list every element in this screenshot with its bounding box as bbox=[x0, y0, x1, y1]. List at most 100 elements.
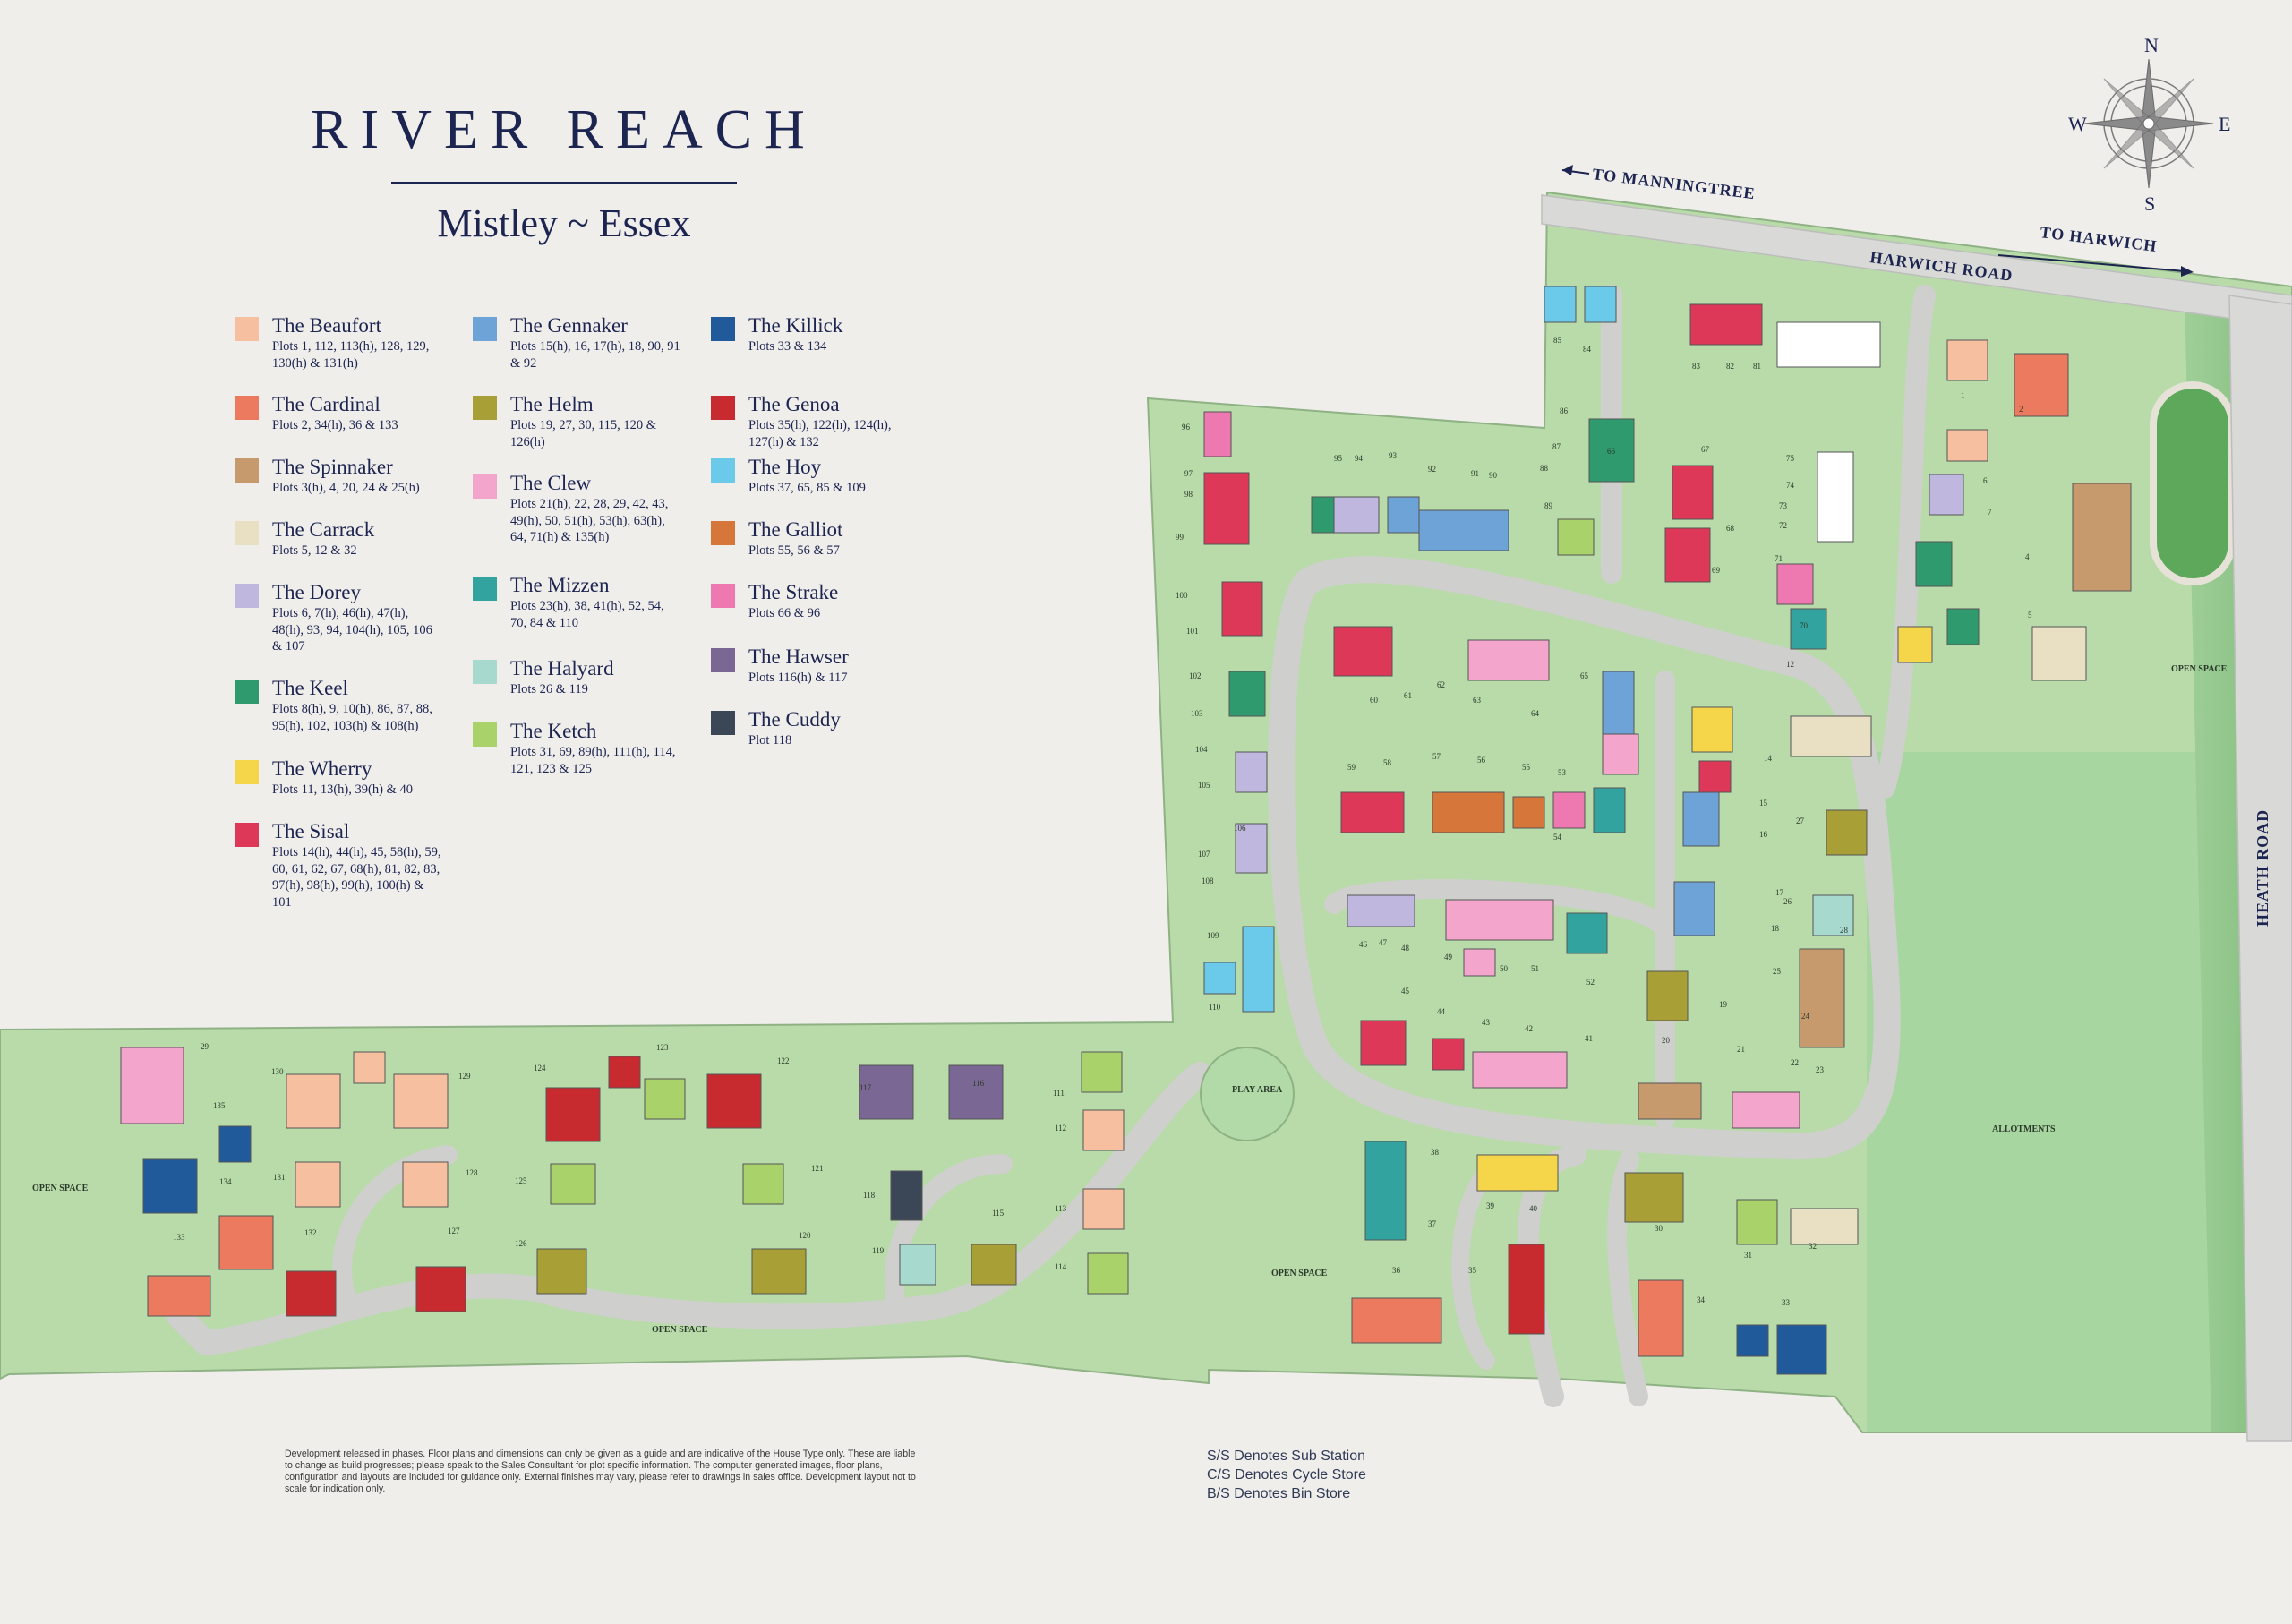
title-block: RIVER REACH Mistley ~ Essex bbox=[269, 98, 860, 246]
svg-text:134: 134 bbox=[219, 1177, 232, 1186]
svg-text:49: 49 bbox=[1444, 953, 1453, 962]
legend-plot-numbers: Plot 118 bbox=[748, 733, 792, 748]
svg-text:116: 116 bbox=[972, 1079, 985, 1088]
svg-text:66: 66 bbox=[1607, 447, 1616, 456]
svg-text:92: 92 bbox=[1428, 465, 1436, 474]
legend-plot-numbers: Plots 26 & 119 bbox=[510, 682, 588, 697]
svg-text:75: 75 bbox=[1786, 454, 1795, 463]
legend-plot-numbers: Plots 15(h), 16, 17(h), 18, 90, 91 & 92 bbox=[510, 339, 680, 371]
svg-text:5: 5 bbox=[2028, 611, 2032, 620]
svg-text:133: 133 bbox=[173, 1233, 185, 1242]
svg-text:41: 41 bbox=[1585, 1034, 1593, 1043]
legend-house-type: The Gennaker bbox=[510, 314, 628, 337]
legend-color-swatch bbox=[235, 458, 259, 483]
svg-text:87: 87 bbox=[1552, 442, 1561, 451]
svg-text:112: 112 bbox=[1055, 1124, 1066, 1133]
legend-plot-numbers: Plots 14(h), 44(h), 45, 58(h), 59, 60, 6… bbox=[272, 845, 441, 910]
svg-text:23: 23 bbox=[1816, 1065, 1825, 1074]
svg-text:113: 113 bbox=[1055, 1204, 1067, 1213]
svg-text:120: 120 bbox=[799, 1231, 811, 1240]
svg-text:63: 63 bbox=[1473, 696, 1482, 705]
to-harwich-label: TO HARWICH bbox=[2040, 223, 2159, 255]
svg-text:118: 118 bbox=[863, 1191, 876, 1200]
compass-w: W bbox=[2068, 113, 2087, 135]
svg-text:135: 135 bbox=[213, 1101, 226, 1110]
svg-text:103: 103 bbox=[1191, 709, 1203, 718]
svg-text:21: 21 bbox=[1737, 1045, 1745, 1054]
legend-house-type: The Mizzen bbox=[510, 574, 610, 596]
legend-color-swatch bbox=[711, 521, 735, 545]
svg-text:96: 96 bbox=[1182, 423, 1191, 432]
svg-text:27: 27 bbox=[1796, 816, 1805, 825]
heath-road bbox=[2228, 295, 2292, 1442]
svg-text:122: 122 bbox=[777, 1056, 790, 1065]
legend-color-swatch bbox=[473, 317, 497, 341]
legend-house-type: The Halyard bbox=[510, 657, 614, 680]
house-plots bbox=[120, 286, 2132, 1375]
svg-text:86: 86 bbox=[1560, 406, 1569, 415]
legend-plot-numbers: Plots 66 & 96 bbox=[748, 606, 821, 620]
svg-text:45: 45 bbox=[1401, 987, 1410, 996]
development-location: Mistley ~ Essex bbox=[437, 201, 691, 245]
svg-text:67: 67 bbox=[1701, 445, 1710, 454]
svg-text:28: 28 bbox=[1840, 926, 1849, 935]
legend-color-swatch bbox=[711, 396, 735, 420]
legend-color-swatch bbox=[473, 577, 497, 601]
legend-color-swatch bbox=[235, 584, 259, 608]
svg-text:55: 55 bbox=[1522, 763, 1531, 772]
svg-text:1: 1 bbox=[1961, 391, 1965, 400]
svg-text:4: 4 bbox=[2025, 552, 2030, 561]
svg-text:18: 18 bbox=[1771, 924, 1780, 933]
legend-color-swatch bbox=[711, 648, 735, 672]
svg-text:65: 65 bbox=[1580, 671, 1589, 680]
legend-plot-numbers: Plots 116(h) & 117 bbox=[748, 671, 848, 685]
open-space-label-east: OPEN SPACE bbox=[2171, 664, 2228, 674]
svg-text:54: 54 bbox=[1553, 833, 1562, 842]
svg-text:85: 85 bbox=[1553, 336, 1562, 345]
svg-text:132: 132 bbox=[304, 1228, 317, 1237]
svg-text:70: 70 bbox=[1800, 621, 1809, 630]
legend-house-type: The Sisal bbox=[272, 820, 350, 842]
legend-plot-numbers: Plots 3(h), 4, 20, 24 & 25(h) bbox=[272, 481, 420, 495]
title-divider bbox=[391, 182, 737, 184]
svg-text:39: 39 bbox=[1486, 1201, 1495, 1210]
svg-text:82: 82 bbox=[1726, 362, 1734, 371]
allotments-label: ALLOTMENTS bbox=[1992, 1124, 2056, 1134]
svg-text:83: 83 bbox=[1692, 362, 1701, 371]
svg-text:104: 104 bbox=[1195, 745, 1208, 754]
svg-text:111: 111 bbox=[1053, 1089, 1065, 1098]
legend-house-type: The Dorey bbox=[272, 581, 361, 603]
svg-text:52: 52 bbox=[1586, 978, 1595, 987]
svg-text:100: 100 bbox=[1176, 591, 1188, 600]
svg-text:105: 105 bbox=[1198, 781, 1210, 790]
svg-text:40: 40 bbox=[1529, 1204, 1538, 1213]
svg-text:50: 50 bbox=[1500, 964, 1509, 973]
svg-text:90: 90 bbox=[1489, 471, 1498, 480]
svg-text:129: 129 bbox=[458, 1072, 471, 1081]
svg-text:102: 102 bbox=[1189, 671, 1202, 680]
svg-text:16: 16 bbox=[1759, 830, 1768, 839]
svg-text:114: 114 bbox=[1055, 1262, 1067, 1271]
legend-color-swatch bbox=[711, 458, 735, 483]
pond bbox=[2150, 381, 2236, 585]
legend-plot-numbers: Plots 37, 65, 85 & 109 bbox=[748, 481, 866, 495]
note-substation: S/S Denotes Sub Station bbox=[1207, 1449, 1365, 1464]
svg-text:38: 38 bbox=[1431, 1148, 1440, 1157]
legend-color-swatch bbox=[711, 584, 735, 608]
svg-text:109: 109 bbox=[1207, 931, 1219, 940]
svg-text:110: 110 bbox=[1209, 1003, 1221, 1012]
svg-text:99: 99 bbox=[1176, 533, 1184, 542]
svg-text:93: 93 bbox=[1389, 451, 1398, 460]
map-notes: S/S Denotes Sub Station C/S Denotes Cycl… bbox=[1207, 1447, 1366, 1503]
svg-text:98: 98 bbox=[1184, 490, 1193, 499]
legend-color-swatch bbox=[235, 521, 259, 545]
legend-plot-numbers: Plots 11, 13(h), 39(h) & 40 bbox=[272, 782, 413, 797]
svg-text:7: 7 bbox=[1988, 508, 1992, 517]
legend-house-type: The Genoa bbox=[748, 393, 840, 415]
svg-text:101: 101 bbox=[1186, 627, 1199, 636]
play-area-label: PLAY AREA bbox=[1232, 1085, 1283, 1095]
legend-house-type: The Galliot bbox=[748, 518, 843, 541]
svg-text:15: 15 bbox=[1759, 799, 1768, 808]
svg-text:69: 69 bbox=[1712, 566, 1721, 575]
svg-text:74: 74 bbox=[1786, 481, 1795, 490]
